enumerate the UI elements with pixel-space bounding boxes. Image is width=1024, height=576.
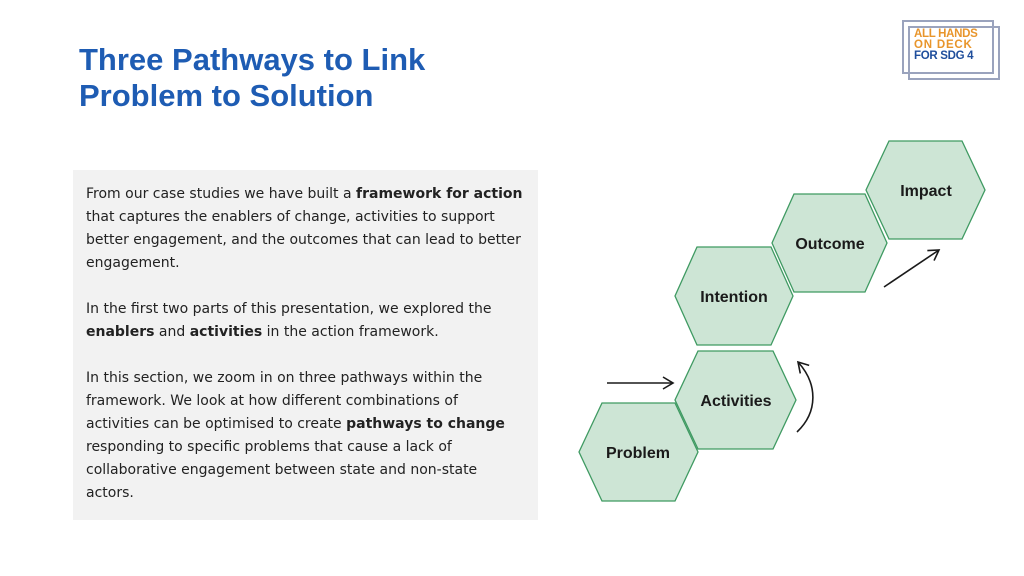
paragraph-previous-parts: In the first two parts of this presentat… <box>86 298 524 344</box>
hex-outcome-label: Outcome <box>795 236 864 253</box>
logo-text: ALL HANDS ON DECK FOR SDG 4 <box>914 28 978 62</box>
hex-intention-label: Intention <box>700 289 768 306</box>
hex-activities-shape <box>674 350 797 450</box>
page-title: Three Pathways to Link Problem to Soluti… <box>79 42 425 114</box>
paragraph-previous-parts-text-run: and <box>154 324 190 340</box>
hex-outcome-shape <box>771 193 888 293</box>
paragraph-previous-parts-bold-term: enablers <box>86 324 155 340</box>
hex-intention-shape <box>674 246 794 346</box>
paragraph-pathways-text-run: In this section, we zoom in on three pat… <box>86 370 483 432</box>
hex-problem-label: Problem <box>606 445 670 462</box>
hex-impact-shape <box>865 140 986 240</box>
logo-line-3: FOR SDG 4 <box>914 50 974 62</box>
hex-impact: Impact <box>865 140 986 240</box>
title-line-1: Three Pathways to Link <box>79 42 426 77</box>
paragraph-framework-text-run: From our case studies we have built a <box>86 186 357 202</box>
hex-impact-label: Impact <box>900 183 952 200</box>
title-line-2: Problem to Solution <box>79 78 374 113</box>
paragraph-framework-bold-term: framework for action <box>356 186 523 202</box>
hex-outcome: Outcome <box>771 193 888 293</box>
hex-activities-label: Activities <box>700 393 771 410</box>
curved-arrow-to-intention <box>796 360 814 433</box>
paragraph-framework: From our case studies we have built a fr… <box>86 183 524 275</box>
paragraph-previous-parts-bold-term: activities <box>189 324 263 340</box>
paragraph-pathways-text-run: responding to specific problems that cau… <box>86 439 478 501</box>
arrow-to-impact <box>883 249 941 288</box>
logo-line-2: ON DECK <box>914 39 973 51</box>
hex-problem: Problem <box>578 402 699 502</box>
paragraph-pathways: In this section, we zoom in on three pat… <box>86 367 524 505</box>
logo-frame-back <box>902 20 994 74</box>
hex-activities: Activities <box>674 350 797 450</box>
sdg4-logo: ALL HANDS ON DECK FOR SDG 4 <box>900 18 1004 80</box>
logo-line-1: ALL HANDS <box>914 28 978 40</box>
paragraph-previous-parts-text-run: in the action framework. <box>262 324 439 340</box>
description-panel: From our case studies we have built a fr… <box>73 170 538 520</box>
logo-frame-front <box>908 26 1000 80</box>
paragraph-pathways-bold-term: pathways to change <box>346 416 505 432</box>
paragraph-framework-text-run: that captures the enablers of change, ac… <box>86 209 521 271</box>
hex-problem-shape <box>578 402 699 502</box>
hex-intention: Intention <box>674 246 794 346</box>
paragraph-previous-parts-text-run: In the first two parts of this presentat… <box>86 301 492 317</box>
